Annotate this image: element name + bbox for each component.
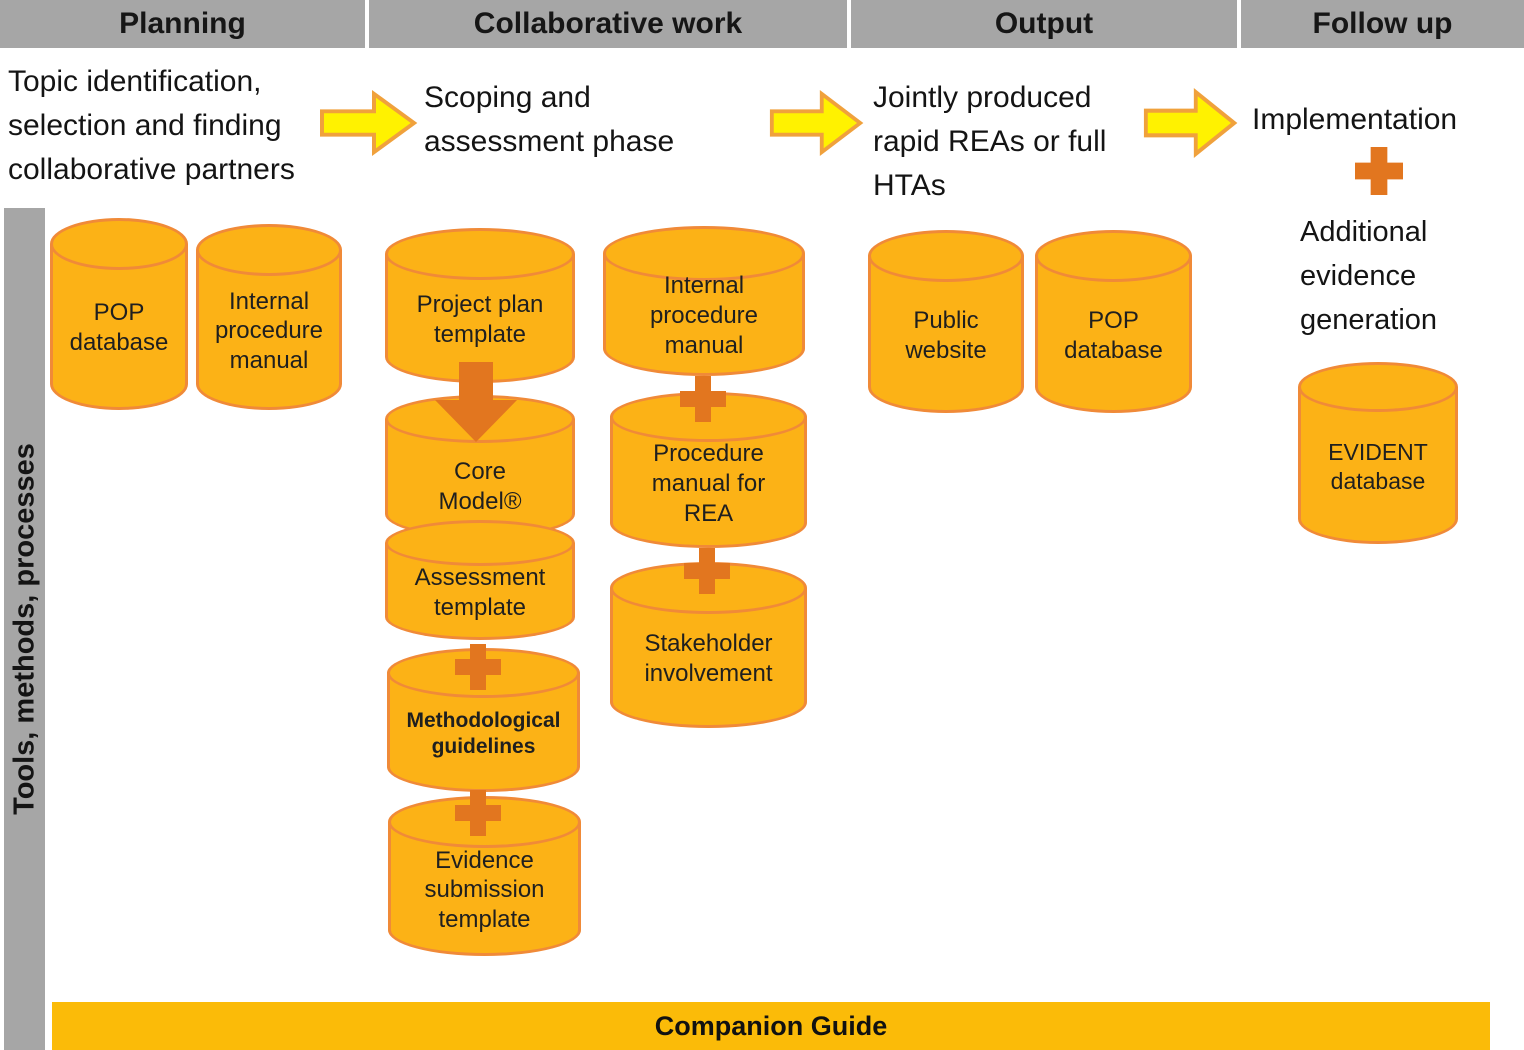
cylinder-body (1298, 387, 1458, 544)
plus-icon (1355, 147, 1403, 195)
tools-methods-processes-label: Tools, methods, processes (8, 443, 40, 815)
phase-header-output: Output (851, 0, 1237, 48)
companion-guide-label: Companion Guide (654, 1010, 888, 1041)
right-arrow-icon (768, 88, 864, 158)
cylinder-body (868, 256, 1024, 413)
cylinder-top (603, 226, 805, 281)
down-arrow-icon (435, 362, 517, 442)
cylinder-top (868, 230, 1024, 282)
plus-icon (455, 644, 501, 690)
plus-icon (684, 548, 730, 594)
cylinder-top (50, 218, 188, 270)
cylinder-body (50, 244, 188, 410)
followup-step-text: Implementation (1252, 103, 1458, 136)
phase-header-planning: Planning (0, 0, 365, 48)
phase-header-follow-up: Follow up (1241, 0, 1524, 48)
cylinder-top (1298, 362, 1458, 412)
right-arrow-icon (318, 88, 418, 158)
right-arrow-icon (1142, 86, 1238, 160)
cylinder-top (196, 224, 342, 276)
companion-guide-bar: Companion Guide (52, 1002, 1490, 1050)
plus-icon (455, 790, 501, 836)
planning-step-text: Topic identification,selection and findi… (8, 65, 295, 186)
tools-methods-processes-bar: Tools, methods, processes (4, 208, 45, 1050)
cylinder-top (385, 228, 575, 280)
phase-header-collaborative-work: Collaborative work (369, 0, 847, 48)
cylinder-top (1035, 230, 1192, 282)
plus-icon (680, 376, 726, 422)
cylinder-top (385, 520, 575, 566)
cylinder-body (196, 250, 342, 410)
cylinder-body (1035, 256, 1192, 413)
